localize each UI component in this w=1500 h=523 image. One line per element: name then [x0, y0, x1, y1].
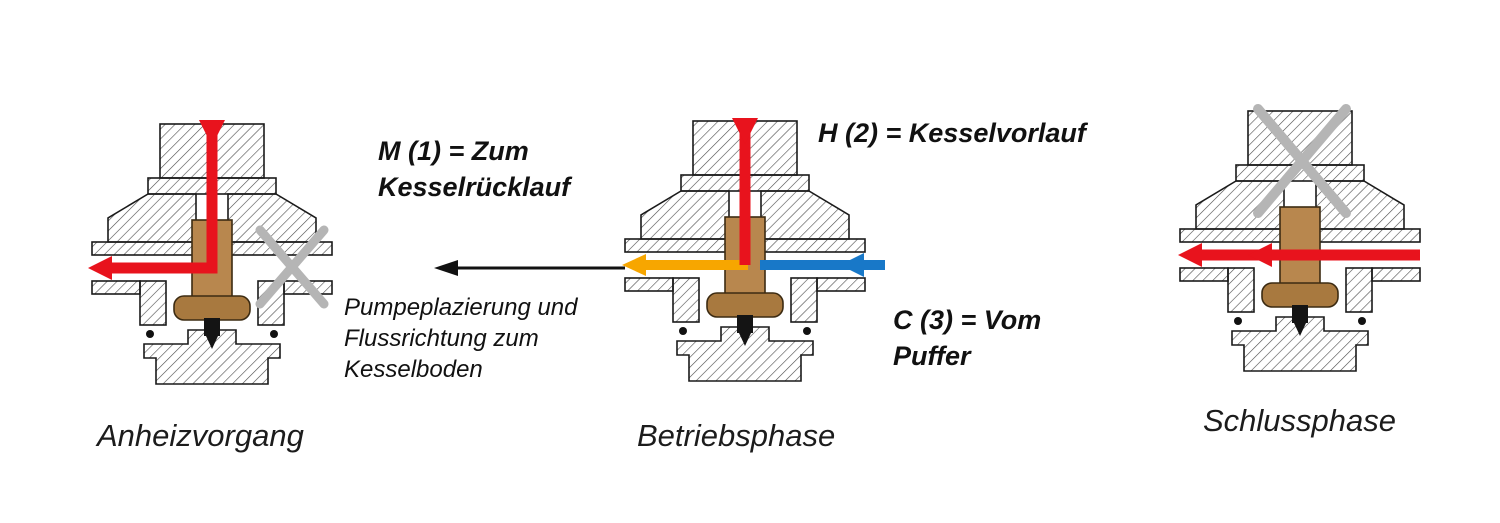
pump-direction-arrow: [434, 260, 625, 276]
label-c-line1: C (3) = Vom: [893, 305, 1042, 335]
pump-note-line2: Flussrichtung zum: [344, 325, 539, 352]
pump-note-line1: Pumpeplazierung und: [344, 294, 578, 321]
hot-arrowhead-top: [199, 120, 225, 146]
heatup-flow-arrows: [88, 120, 225, 280]
valve-schlussphase: [1179, 110, 1421, 372]
label-h-port: H (2) = Kesselvorlauf: [818, 115, 1086, 151]
final-phase-flow-arrows: [1178, 243, 1420, 267]
closed-x-stroke-2: [255, 225, 329, 309]
closed-port-x-kesselvorlauf: [1253, 104, 1351, 218]
cold-arrowhead: [840, 253, 864, 277]
hot-flow-elbow: [102, 128, 218, 274]
caption-anheizvorgang: Anheizvorgang: [97, 418, 304, 453]
operation-flow-arrows: [622, 118, 885, 277]
label-h-line1: H (2) = Kesselvorlauf: [818, 118, 1086, 148]
hot-arrowhead-left: [1178, 243, 1202, 267]
label-m-line1: M (1) = Zum: [378, 136, 529, 166]
pump-arrowhead: [434, 260, 458, 276]
pump-note-line3: Kesselboden: [344, 356, 483, 383]
hot-arrowhead-mid: [1248, 243, 1272, 267]
hot-arrowhead-top: [732, 118, 758, 144]
closed-port-x-buffer: [255, 225, 329, 309]
label-m-line2: Kesselrücklauf: [378, 172, 571, 202]
closed-x-stroke-2: [1253, 104, 1351, 218]
mixed-arrowhead-left: [622, 254, 646, 276]
caption-schlussphase: Schlussphase: [1203, 403, 1397, 438]
caption-betriebsphase: Betriebsphase: [637, 418, 836, 453]
pump-placement-note: Pumpeplazierung und Flussrichtung zum Ke…: [344, 292, 578, 385]
label-c-line2: Puffer: [893, 341, 971, 371]
label-m-port: M (1) = Zum Kesselrücklauf: [378, 133, 570, 205]
label-c-port: C (3) = Vom Puffer: [893, 302, 1041, 374]
hot-arrowhead-left: [88, 256, 112, 280]
